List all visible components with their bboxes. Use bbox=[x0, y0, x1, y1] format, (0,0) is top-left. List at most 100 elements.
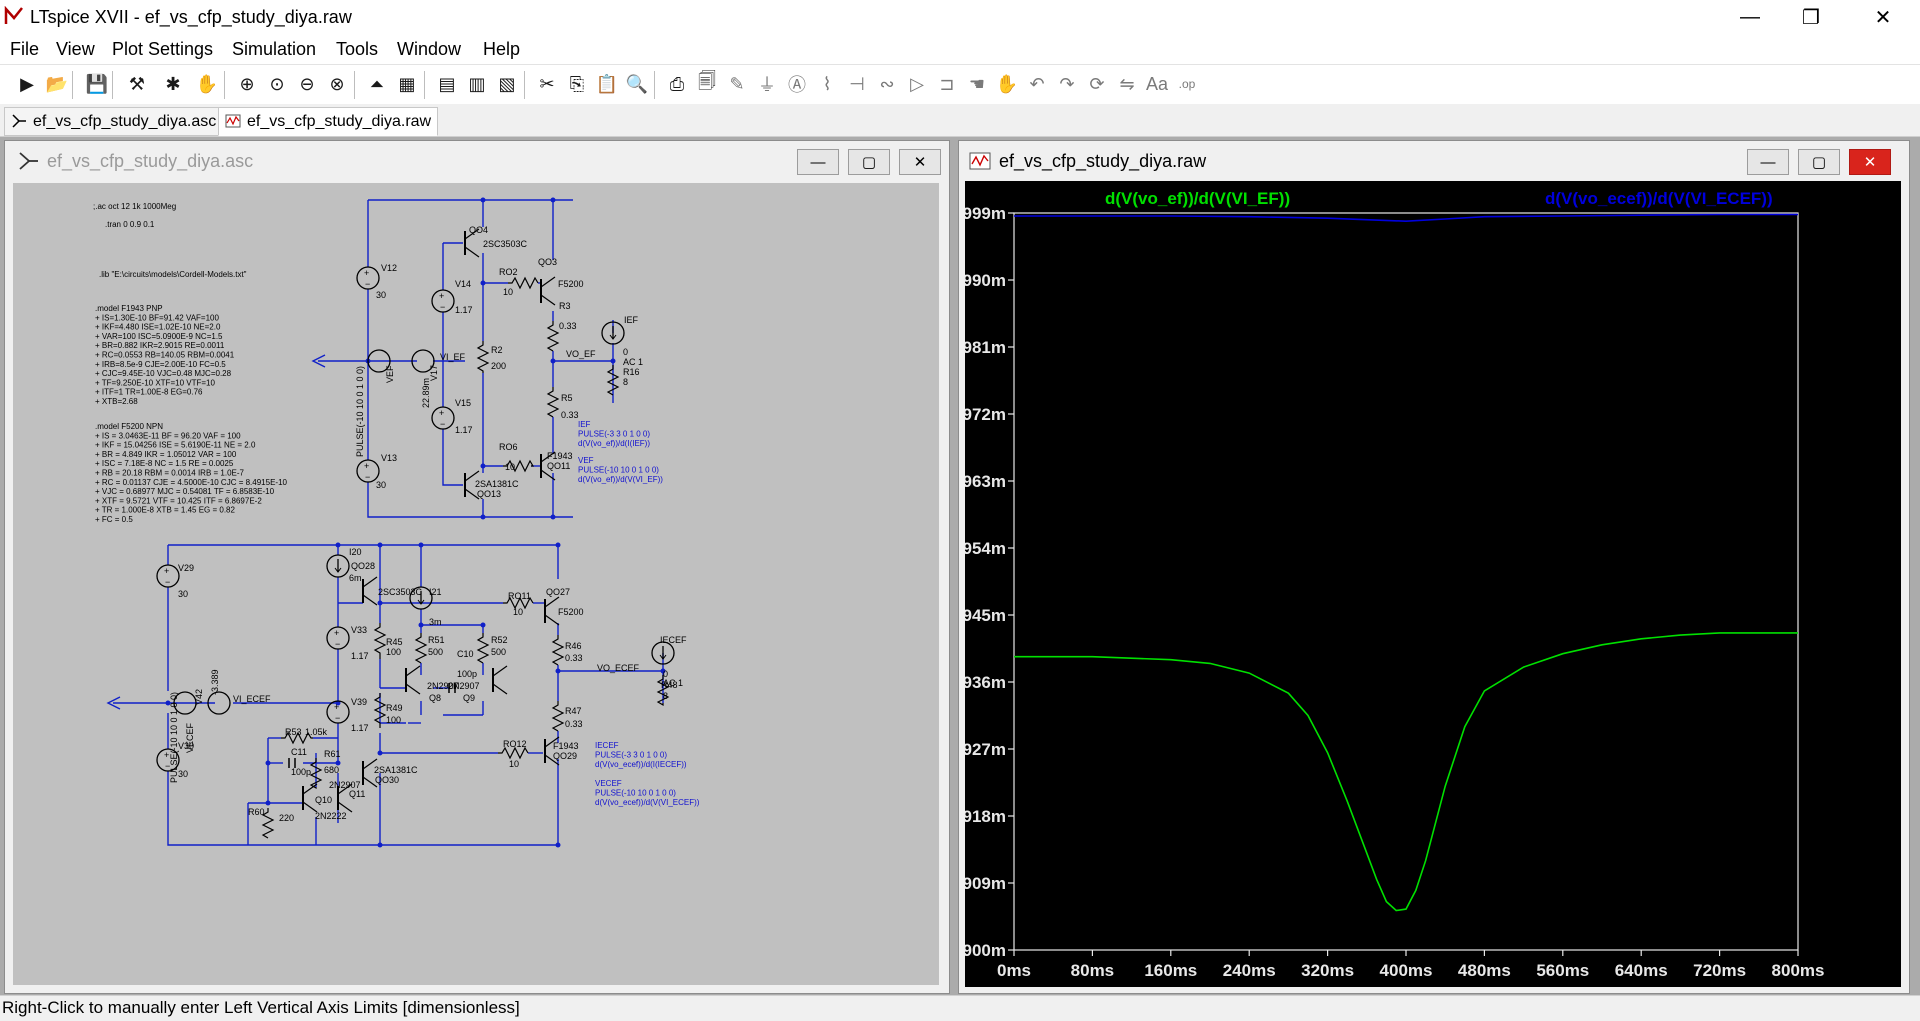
menu-file[interactable]: File bbox=[10, 39, 40, 59]
cascade-icon[interactable]: ▥ bbox=[468, 73, 486, 94]
x-tick-label[interactable]: 400ms bbox=[1380, 961, 1433, 980]
menu-help[interactable]: Help bbox=[483, 39, 521, 59]
print-icon[interactable]: ⎙ bbox=[669, 73, 685, 94]
rotate-icon[interactable]: ⟳ bbox=[1089, 73, 1105, 94]
x-tick-label[interactable]: 240ms bbox=[1223, 961, 1276, 980]
trace-label-1[interactable]: d(V(vo_ef))/d(V(VI_EF)) bbox=[1105, 189, 1290, 208]
copy-icon[interactable]: ⎘ bbox=[569, 73, 585, 94]
x-tick-label[interactable]: 320ms bbox=[1301, 961, 1354, 980]
tab-waveform[interactable]: ef_vs_cfp_study_diya.raw bbox=[218, 107, 439, 136]
paste-icon[interactable]: 📋 bbox=[595, 73, 619, 94]
zoom-cancel-icon[interactable]: ⊗ bbox=[329, 73, 345, 94]
schematic-icon bbox=[12, 114, 26, 128]
menu-tools[interactable]: Tools bbox=[336, 39, 379, 59]
schematic-window-titlebar[interactable]: ef_vs_cfp_study_diya.asc — ▢ ✕ bbox=[5, 141, 949, 179]
autorange-icon[interactable]: ⏶ bbox=[369, 73, 385, 94]
y-tick-label[interactable]: 954m bbox=[965, 539, 1006, 558]
zoom-back-icon[interactable]: ⊙ bbox=[269, 73, 285, 94]
trace-label-2[interactable]: d(V(vo_ecef))/d(V(VI_ECEF)) bbox=[1545, 189, 1773, 208]
save-icon[interactable]: 💾 bbox=[85, 73, 109, 94]
y-tick-label[interactable]: 981m bbox=[965, 338, 1006, 357]
inductor-icon[interactable]: ∾ bbox=[879, 73, 895, 94]
tab-schematic[interactable]: ef_vs_cfp_study_diya.asc bbox=[4, 107, 224, 136]
menu-view[interactable]: View bbox=[56, 39, 95, 59]
move-icon[interactable]: ☚ bbox=[968, 73, 986, 94]
plot-close-button[interactable]: ✕ bbox=[1849, 149, 1891, 175]
x-tick-label[interactable]: 80ms bbox=[1071, 961, 1114, 980]
schematic-window[interactable]: ef_vs_cfp_study_diya.asc — ▢ ✕ ;.ac oct … bbox=[4, 140, 950, 994]
schematic-close-button[interactable]: ✕ bbox=[899, 149, 941, 175]
toolbar-separator bbox=[524, 71, 525, 99]
plot-window-titlebar[interactable]: ef_vs_cfp_study_diya.raw — ▢ ✕ bbox=[959, 141, 1909, 179]
waveform-plot[interactable]: 999m 990m 981m 972m 963m 954m 945m 936m 927m 918m… bbox=[965, 181, 1901, 987]
y-tick-label[interactable]: 945m bbox=[965, 606, 1006, 625]
spice-directive-icon[interactable]: .op bbox=[1178, 77, 1196, 91]
menu-plot-settings[interactable]: Plot Settings bbox=[112, 39, 214, 59]
schematic-label: 22.89m bbox=[421, 378, 431, 408]
zoom-in-icon[interactable]: ⊕ bbox=[239, 73, 255, 94]
open-icon[interactable]: 📂 bbox=[45, 73, 69, 94]
y-tick-label[interactable]: 909m bbox=[965, 874, 1006, 893]
schematic-label: F1943 bbox=[553, 741, 579, 751]
y-tick-label[interactable]: 900m bbox=[965, 941, 1006, 960]
ground-icon[interactable]: ⏚ bbox=[758, 75, 776, 95]
y-tick-label[interactable]: 918m bbox=[965, 807, 1006, 826]
wire bbox=[367, 482, 573, 518]
mark-icon[interactable]: ▦ bbox=[398, 73, 416, 94]
schematic-label: F5200 bbox=[558, 607, 584, 617]
drag-icon[interactable]: ✋ bbox=[995, 73, 1019, 94]
diode-icon[interactable]: ▷ bbox=[910, 73, 924, 94]
pan-hand-icon[interactable]: ✋ bbox=[195, 73, 219, 94]
schematic-label: R46 bbox=[565, 641, 582, 651]
y-tick-label[interactable]: 963m bbox=[965, 472, 1006, 491]
x-tick-label[interactable]: 480ms bbox=[1458, 961, 1511, 980]
run-pause-icon[interactable]: ✱ bbox=[165, 73, 181, 94]
maximize-button[interactable]: ❐ bbox=[1784, 0, 1838, 34]
schematic-label: VECEF bbox=[185, 722, 195, 753]
close-button[interactable]: ✕ bbox=[1856, 0, 1910, 34]
text-icon[interactable]: Aa bbox=[1145, 73, 1169, 94]
plot-maximize-button[interactable]: ▢ bbox=[1798, 149, 1840, 175]
y-tick-label[interactable]: 999m bbox=[965, 204, 1006, 223]
label-net-icon[interactable]: Ⓐ bbox=[788, 75, 806, 95]
x-tick-label[interactable]: 800ms bbox=[1772, 961, 1825, 980]
capacitor-icon[interactable]: ⊣ bbox=[849, 73, 865, 94]
zoom-out-icon[interactable]: ⊖ bbox=[299, 73, 315, 94]
wire bbox=[167, 771, 558, 846]
plot-minimize-button[interactable]: — bbox=[1747, 149, 1789, 175]
component-icon[interactable]: ⊐ bbox=[939, 73, 955, 94]
print-preview-icon[interactable]: 🗐 bbox=[698, 71, 716, 91]
mirror-icon[interactable]: ⇋ bbox=[1119, 73, 1135, 94]
y-tick-label[interactable]: 990m bbox=[965, 271, 1006, 290]
menu-window[interactable]: Window bbox=[397, 39, 462, 59]
y-tick-label[interactable]: 972m bbox=[965, 405, 1006, 424]
draw-wire-icon[interactable]: ✎ bbox=[729, 73, 745, 94]
voltage-source-vecef bbox=[173, 691, 197, 715]
schematic-label: 0.33 bbox=[561, 410, 579, 420]
x-tick-label[interactable]: 640ms bbox=[1615, 961, 1668, 980]
y-tick-label[interactable]: 936m bbox=[965, 673, 1006, 692]
resistor-icon[interactable]: ⌇ bbox=[822, 73, 832, 94]
x-tick-label[interactable]: 560ms bbox=[1536, 961, 1589, 980]
schematic-label: R3 bbox=[559, 301, 571, 311]
tile-horizontal-icon[interactable]: ▤ bbox=[438, 73, 456, 94]
x-tick-label[interactable]: 0ms bbox=[997, 961, 1031, 980]
redo-icon[interactable]: ↷ bbox=[1059, 73, 1075, 94]
schematic-canvas[interactable]: ;.ac oct 12 1k 1000Meg.tran 0 0.9 0.1.li… bbox=[13, 183, 939, 985]
control-panel-icon[interactable]: ⚒ bbox=[128, 73, 146, 94]
menu-simulation[interactable]: Simulation bbox=[232, 39, 317, 59]
junction-dot bbox=[610, 358, 616, 364]
minimize-button[interactable]: — bbox=[1723, 0, 1777, 34]
y-tick-label[interactable]: 927m bbox=[965, 740, 1006, 759]
schematic-maximize-button[interactable]: ▢ bbox=[848, 149, 890, 175]
schematic-minimize-button[interactable]: — bbox=[797, 149, 839, 175]
schematic-label: F1943 bbox=[547, 451, 573, 461]
x-tick-label[interactable]: 720ms bbox=[1693, 961, 1746, 980]
run-icon[interactable]: ▶ bbox=[20, 73, 34, 94]
tile-vertical-icon[interactable]: ▧ bbox=[498, 73, 516, 94]
undo-icon[interactable]: ↶ bbox=[1029, 73, 1045, 94]
find-icon[interactable]: 🔍 bbox=[625, 73, 649, 94]
x-tick-label[interactable]: 160ms bbox=[1144, 961, 1197, 980]
cut-icon[interactable]: ✂ bbox=[539, 73, 555, 94]
